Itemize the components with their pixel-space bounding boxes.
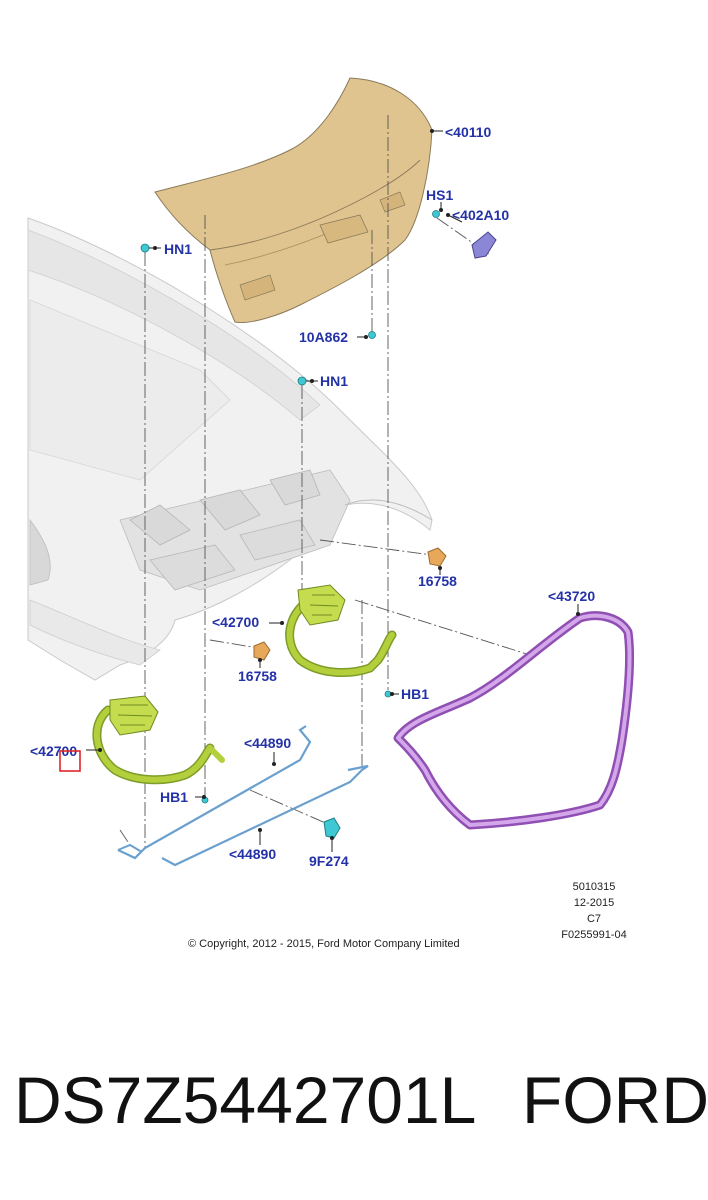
callout-hb1-left: HB1 <box>160 789 188 805</box>
torsion-rod-upper <box>117 725 312 860</box>
torsion-rod-lower <box>161 764 369 867</box>
reference-line-1: 5010315 <box>573 881 616 893</box>
reference-line-3: C7 <box>587 913 601 925</box>
copyright-notice: © Copyright, 2012 - 2015, Ford Motor Com… <box>188 938 460 950</box>
brand-name: FORD <box>522 1063 708 1137</box>
callout-44890-bottom: <44890 <box>229 846 276 862</box>
callout-44890-top: <44890 <box>244 735 291 751</box>
callout-9f274: 9F274 <box>309 853 349 869</box>
clip-9f274 <box>323 817 341 839</box>
callout-hn1-left: HN1 <box>164 241 192 257</box>
assembly-center-lines <box>119 115 531 849</box>
reference-line-4: F0255991-04 <box>561 929 626 941</box>
decklid-panel <box>154 77 433 324</box>
callout-10a862: 10A862 <box>299 329 348 345</box>
callout-43720: <43720 <box>548 588 595 604</box>
callout-hs1: HS1 <box>426 187 453 203</box>
callout-hb1-right: HB1 <box>401 686 429 702</box>
hinge-assembly-left <box>92 695 225 785</box>
part-number-heading: DS7Z5442701L <box>14 1063 477 1137</box>
callout-402a10: <402A10 <box>452 207 509 223</box>
callout-42700-mid: <42700 <box>212 614 259 630</box>
weatherstrip-seal <box>393 611 635 830</box>
callout-16758-right: 16758 <box>418 573 457 589</box>
bumper-16758-mid <box>253 641 271 661</box>
callout-hn1-mid: HN1 <box>320 373 348 389</box>
callout-40110: <40110 <box>445 124 492 140</box>
drawing-reference-block: 5010315 12-2015 C7 F0255991-04 <box>561 881 626 941</box>
leader-lines <box>86 129 580 852</box>
selected-part-highlight-box <box>59 750 81 772</box>
reference-line-2: 12-2015 <box>574 897 614 909</box>
hinge-assembly-right <box>285 584 397 677</box>
vehicle-body-shell <box>27 217 433 681</box>
exploded-parts-diagram: <40110 HS1 <402A10 HN1 10A862 HN1 16758 … <box>27 77 635 950</box>
bumper-16758-right <box>427 547 447 567</box>
latch-bracket-402a10 <box>471 231 497 259</box>
callout-16758-mid: 16758 <box>238 668 277 684</box>
callout-42700-left: <42700 <box>30 743 77 759</box>
